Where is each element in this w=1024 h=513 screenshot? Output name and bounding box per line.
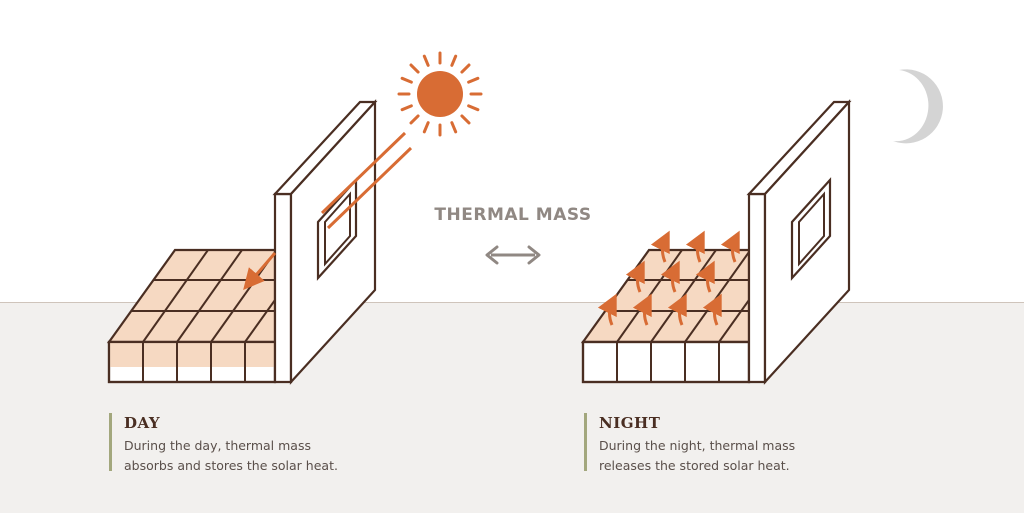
sun-ray bbox=[409, 63, 420, 74]
day-description-line2: absorbs and stores the solar heat. bbox=[124, 458, 338, 473]
day-description-line1: During the day, thermal mass bbox=[124, 438, 311, 453]
sun-ray bbox=[460, 63, 471, 74]
sun-ray bbox=[422, 54, 430, 67]
night-description: During the night, thermal mass releases … bbox=[599, 436, 795, 476]
sun-ray bbox=[400, 76, 413, 84]
sun-ray bbox=[450, 121, 458, 134]
heat-arrow-icon bbox=[597, 293, 617, 326]
sun-ray bbox=[467, 76, 480, 84]
sun-ray bbox=[422, 121, 430, 134]
night-scene bbox=[580, 69, 943, 385]
heat-arrow-icon bbox=[720, 230, 740, 263]
sun-ray bbox=[460, 114, 471, 125]
double-arrow-icon bbox=[485, 245, 541, 265]
night-wall bbox=[746, 99, 852, 385]
heat-arrow-icon bbox=[702, 293, 722, 326]
sun-ray bbox=[409, 114, 420, 125]
night-title: NIGHT bbox=[599, 414, 661, 432]
day-title: DAY bbox=[124, 414, 161, 432]
day-description: During the day, thermal mass absorbs and… bbox=[124, 436, 338, 476]
heat-arrow-icon bbox=[695, 260, 715, 293]
day-scene bbox=[106, 51, 483, 385]
center-title: THERMAL MASS bbox=[434, 205, 592, 225]
sun-rays bbox=[243, 131, 413, 290]
heat-arrow-icon bbox=[650, 230, 670, 263]
night-caption: NIGHT During the night, thermal mass rel… bbox=[584, 413, 795, 473]
heat-arrow-icon bbox=[685, 230, 705, 263]
sun-ray bbox=[450, 54, 458, 67]
heat-arrow-icon bbox=[660, 260, 680, 293]
night-description-line2: releases the stored solar heat. bbox=[599, 458, 790, 473]
heat-arrow-icon bbox=[632, 293, 652, 326]
night-slab bbox=[580, 248, 751, 384]
heat-arrows bbox=[597, 230, 740, 326]
heat-arrow-icon bbox=[625, 260, 645, 293]
heat-arrow-icon bbox=[667, 293, 687, 326]
sun-icon bbox=[397, 51, 483, 137]
sun-ray bbox=[467, 104, 480, 112]
day-slab bbox=[106, 248, 277, 384]
sun-ray bbox=[400, 104, 413, 112]
night-description-line1: During the night, thermal mass bbox=[599, 438, 796, 453]
moon-icon bbox=[893, 69, 943, 144]
sun-disc bbox=[417, 71, 463, 117]
day-caption: DAY During the day, thermal mass absorbs… bbox=[109, 413, 338, 473]
day-wall bbox=[272, 99, 378, 385]
